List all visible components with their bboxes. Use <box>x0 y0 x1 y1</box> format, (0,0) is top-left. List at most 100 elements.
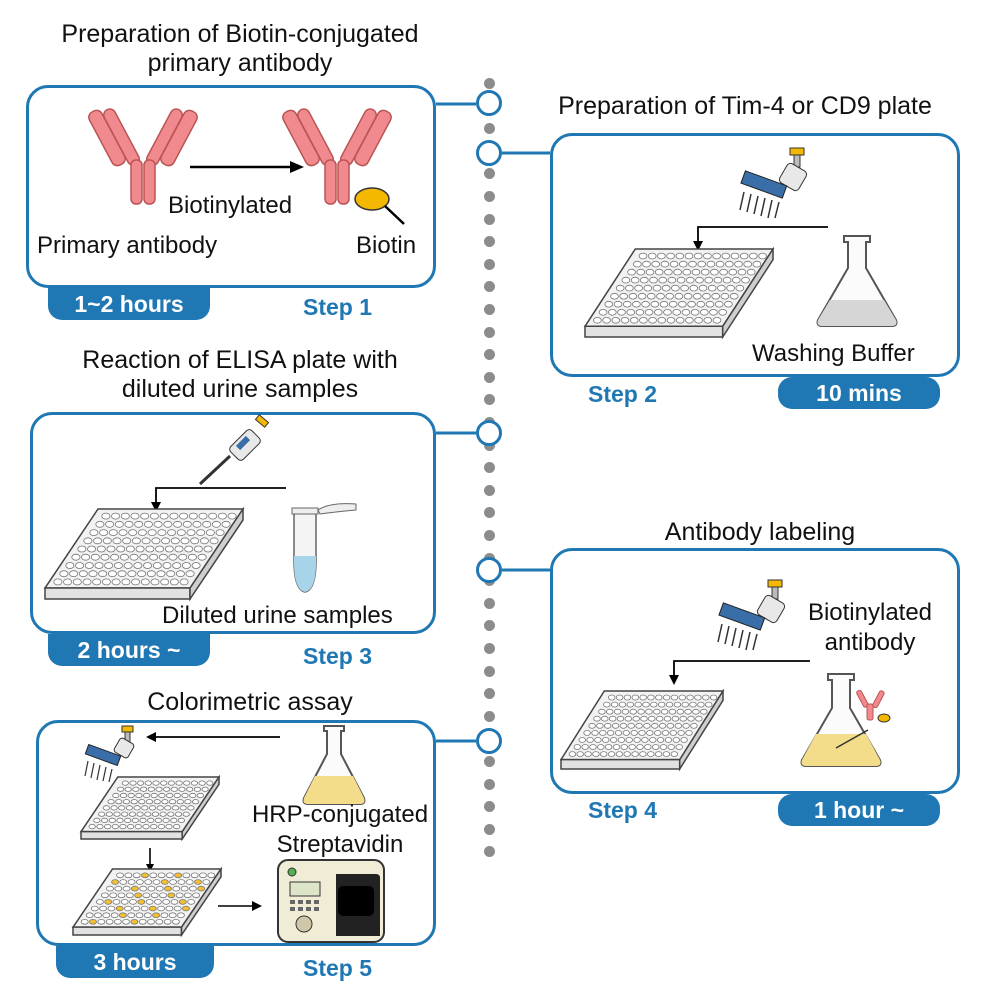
well <box>124 520 134 528</box>
multichannel-pipette-icon <box>84 725 135 783</box>
well <box>710 268 719 276</box>
well <box>139 553 149 561</box>
well <box>115 799 123 805</box>
well <box>186 529 196 537</box>
well <box>607 751 616 757</box>
well <box>668 300 678 308</box>
well <box>693 292 702 300</box>
well <box>149 512 159 520</box>
well <box>201 786 209 792</box>
well <box>626 701 634 708</box>
well <box>110 912 119 918</box>
well <box>689 701 697 708</box>
well <box>734 260 743 268</box>
well <box>694 694 702 701</box>
well <box>639 276 649 284</box>
well <box>702 292 711 300</box>
well <box>215 529 225 537</box>
well <box>101 578 111 586</box>
timeline-dot <box>484 349 495 360</box>
well <box>758 252 767 260</box>
well <box>671 715 680 722</box>
well <box>642 260 651 268</box>
well <box>185 570 195 578</box>
well <box>728 268 738 276</box>
well <box>661 284 671 292</box>
well <box>157 872 166 879</box>
antibody-icon <box>88 108 198 205</box>
well <box>194 879 202 885</box>
well <box>630 730 638 736</box>
biotinylated-antibody-icon <box>282 108 405 225</box>
well <box>597 744 605 750</box>
well <box>128 811 137 817</box>
well <box>730 252 740 260</box>
well <box>656 737 665 743</box>
well <box>653 708 661 715</box>
well <box>741 276 750 284</box>
well <box>193 786 202 792</box>
well <box>187 805 195 811</box>
well <box>163 918 172 925</box>
well <box>578 737 586 743</box>
well <box>627 268 636 276</box>
well <box>669 260 679 268</box>
well <box>185 879 194 885</box>
well <box>115 905 124 912</box>
well <box>227 512 237 520</box>
well <box>680 284 689 292</box>
well <box>142 823 150 830</box>
well <box>180 885 189 892</box>
well <box>143 912 152 918</box>
well <box>135 545 145 553</box>
well <box>685 317 694 324</box>
well <box>704 276 713 284</box>
flask-icon <box>302 725 366 805</box>
well <box>101 892 109 899</box>
well <box>670 751 678 757</box>
well <box>192 520 202 528</box>
well <box>192 892 200 899</box>
timeline-node-step-2 <box>476 140 502 166</box>
well <box>125 805 134 811</box>
well <box>131 817 139 824</box>
well <box>673 268 682 276</box>
well <box>87 545 97 553</box>
well <box>664 737 673 743</box>
well <box>657 317 667 324</box>
well <box>90 553 100 561</box>
well <box>88 823 96 830</box>
well <box>667 744 675 750</box>
well <box>167 892 176 899</box>
well <box>150 792 158 799</box>
well <box>621 276 631 284</box>
well <box>628 744 636 750</box>
well <box>175 570 185 578</box>
well <box>103 823 112 830</box>
well <box>172 885 181 892</box>
well <box>202 879 211 885</box>
well <box>640 715 648 722</box>
well <box>644 309 654 316</box>
well <box>700 268 710 276</box>
well <box>153 799 161 805</box>
well <box>635 722 643 729</box>
well <box>136 780 145 786</box>
well <box>174 872 183 879</box>
well <box>610 292 619 300</box>
well <box>607 309 617 316</box>
well <box>150 823 158 830</box>
well <box>596 722 604 729</box>
well <box>632 300 641 308</box>
well <box>159 892 167 899</box>
well <box>166 570 176 578</box>
well <box>174 545 184 553</box>
well <box>638 730 646 736</box>
timeline-dot <box>484 485 495 496</box>
well <box>666 317 676 324</box>
well <box>655 715 664 722</box>
well <box>576 751 584 757</box>
timeline-dot <box>484 620 495 631</box>
well <box>159 512 169 520</box>
well <box>211 520 221 528</box>
